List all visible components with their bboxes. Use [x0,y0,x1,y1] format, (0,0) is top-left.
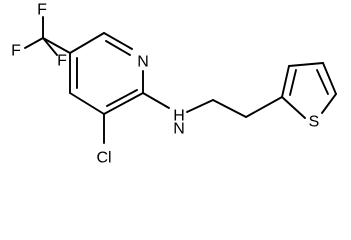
amine-linker [142,92,283,118]
pyridine-ring [69,32,144,115]
thiophene-double-c2-c3 [289,69,297,96]
thiophene-double-c4-c5 [316,69,329,95]
atom-label-h-amine: H [173,108,185,125]
atom-label-f-top: F [37,2,47,19]
atom-label-n-ring: N [137,54,149,71]
bond-ch2-ch2 [212,99,247,118]
thiophene-ring [281,62,337,119]
atom-label-cl: Cl [96,150,111,167]
thiophene-bond-c3-c4 [288,62,324,67]
thiophene-bond-s-c2 [281,96,306,119]
thiophene-bond-c2-c3 [281,65,290,98]
atom-labels: F F F N H N Cl S [11,2,319,167]
pyridine-double-c2-c3 [106,89,138,107]
bond-cf3-bottom [42,37,58,56]
pyridine-bond-c2-c3 [103,92,144,115]
bond-nh-ch2 [186,99,214,113]
atom-label-f-left: F [11,43,21,60]
bond-cf3-ring [42,37,71,54]
atom-label-s: S [309,114,320,131]
trifluoromethyl-group [24,16,71,56]
bond-c2-nh [142,92,170,109]
atom-label-f-bottom: F [57,53,67,70]
thiophene-bond-c5-s [321,93,337,114]
pyridine-bond-c5-c6 [69,32,105,54]
pyridine-bond-c6-n1 [103,32,133,50]
chemical-structure: F F F N H N Cl S [11,2,337,167]
pyridine-bond-c3-c4 [69,92,105,115]
pyridine-double-c6-n1 [105,40,131,56]
atom-label-n-amine: N [173,121,185,138]
thiophene-bond-c4-c5 [322,62,337,95]
bond-ch2-thiophene [245,96,283,118]
bond-cf3-left [24,37,44,49]
